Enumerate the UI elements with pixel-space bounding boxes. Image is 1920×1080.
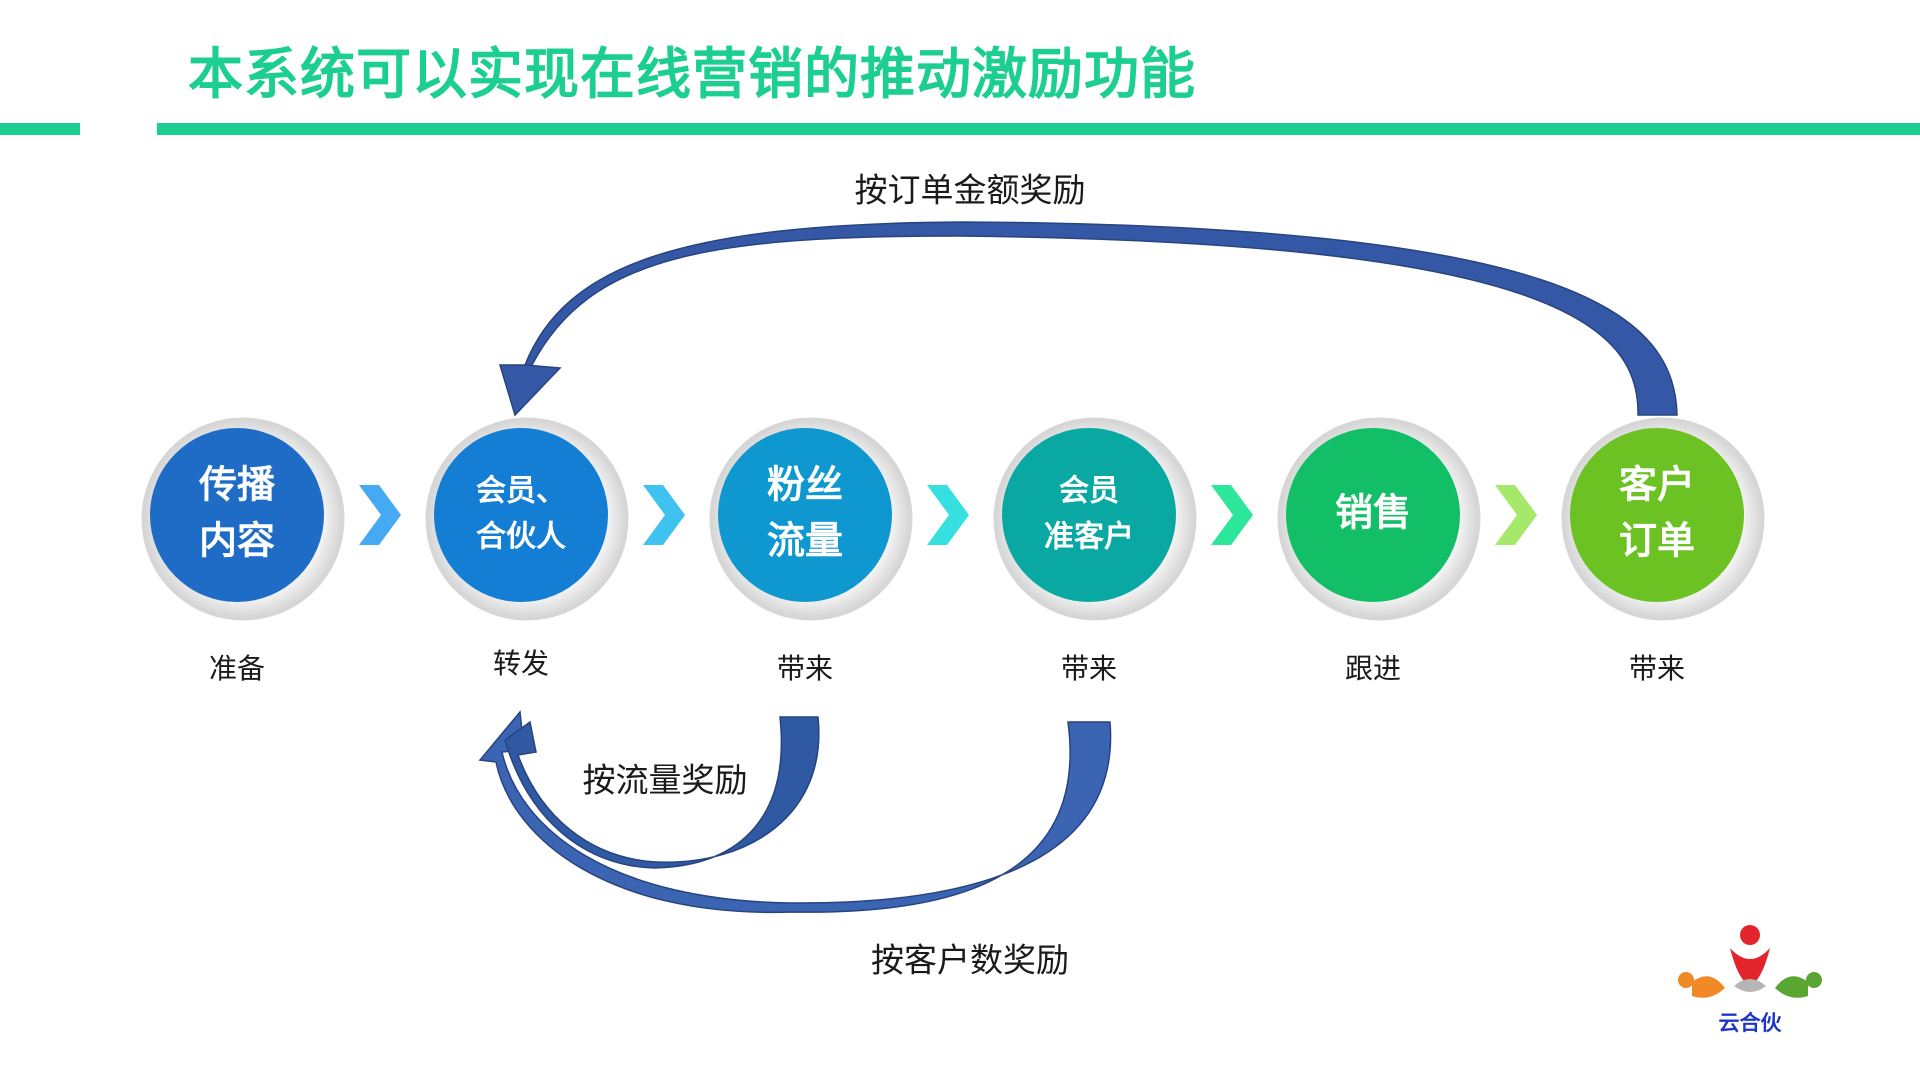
node-circle <box>1002 428 1176 602</box>
flow-chevron <box>1211 485 1253 545</box>
node-label: 订单 <box>1619 519 1695 563</box>
order-amount-reward-arrow <box>498 221 1678 417</box>
node-caption: 带来 <box>1061 652 1117 685</box>
customer-count-reward-label: 按客户数奖励 <box>871 941 1069 980</box>
node-label: 销售 <box>1335 491 1411 535</box>
title-underline-left <box>0 123 80 135</box>
node-caption: 带来 <box>777 652 833 685</box>
node-label: 客户 <box>1619 463 1695 507</box>
traffic-reward-arrow <box>504 716 820 869</box>
node-label: 准客户 <box>1044 520 1134 555</box>
node-caption: 带来 <box>1629 652 1685 685</box>
process-node: 销售 <box>1277 417 1481 621</box>
traffic-reward-label: 按流量奖励 <box>583 761 748 800</box>
flow-chevron <box>1495 485 1537 545</box>
logo-text: 云合伙 <box>1719 1011 1783 1035</box>
node-label: 会员、 <box>476 474 566 509</box>
node-circle <box>150 428 324 602</box>
brand-logo: 云合伙 <box>1678 925 1822 1035</box>
flow-chevron <box>643 485 685 545</box>
node-circle <box>1286 428 1460 602</box>
node-circle <box>1570 428 1744 602</box>
order-amount-reward-label: 按订单金额奖励 <box>855 171 1086 210</box>
flow-chevron <box>927 485 969 545</box>
node-label: 内容 <box>199 519 275 563</box>
node-caption: 转发 <box>493 647 549 680</box>
node-label: 流量 <box>767 519 843 563</box>
title-underline-right <box>157 123 1920 135</box>
flow-chevron <box>359 485 401 545</box>
node-caption: 跟进 <box>1345 652 1401 685</box>
process-node: 会员、合伙人 <box>425 417 629 621</box>
node-label: 会员 <box>1059 474 1119 509</box>
node-caption: 准备 <box>209 652 265 685</box>
node-label: 传播 <box>198 463 276 507</box>
page-title: 本系统可以实现在线营销的推动激励功能 <box>188 42 1197 106</box>
node-label: 合伙人 <box>476 520 566 555</box>
node-label: 粉丝 <box>767 463 843 507</box>
node-circle <box>434 428 608 602</box>
node-circle <box>718 428 892 602</box>
